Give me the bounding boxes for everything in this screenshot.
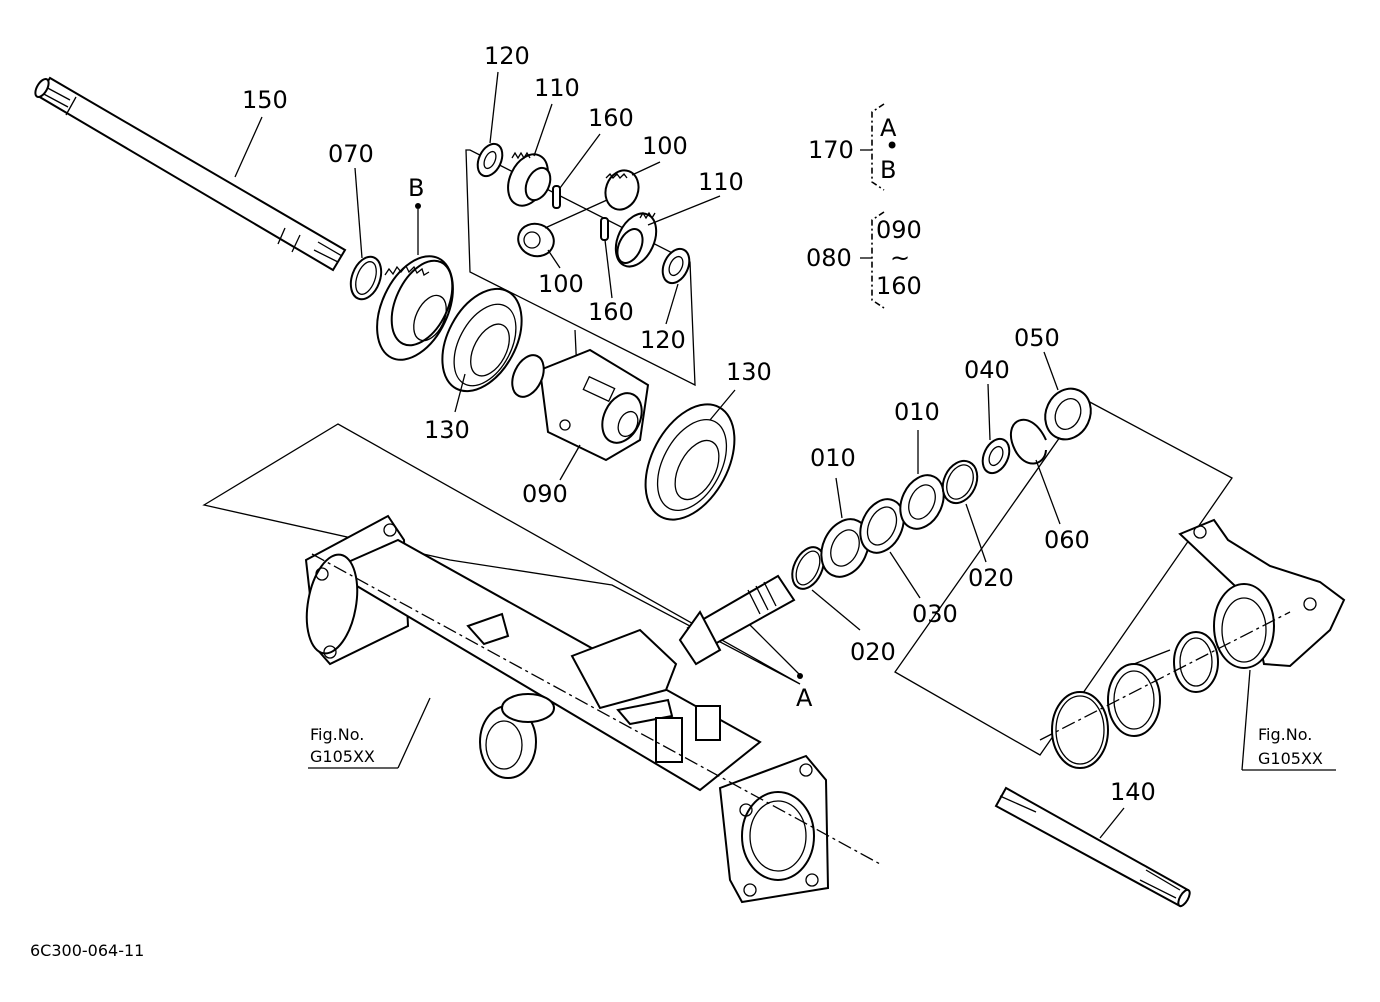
label-080-tilde: ~ xyxy=(890,244,910,272)
bracket-080 xyxy=(871,211,885,309)
bushing-right xyxy=(1107,649,1171,737)
collar-040 xyxy=(981,437,1011,475)
bearing-group-outline xyxy=(894,399,1233,756)
label-120-lower: 120 xyxy=(640,326,686,354)
leader-150 xyxy=(234,116,263,178)
label-100-lower: 100 xyxy=(538,270,584,298)
figref-right-prefix: Fig.No. xyxy=(1258,725,1312,744)
differential-group-outline xyxy=(465,149,696,387)
label-040: 040 xyxy=(964,356,1010,384)
label-080-to: 160 xyxy=(876,272,922,300)
label-160-lower: 160 xyxy=(588,298,634,326)
differential-case-090 xyxy=(511,348,650,462)
label-140: 140 xyxy=(1110,778,1156,806)
point-a-dot xyxy=(797,673,803,679)
bearing-010-lower xyxy=(820,518,870,578)
label-030: 030 xyxy=(912,600,958,628)
axle-shaft-150 xyxy=(34,76,347,272)
label-080-from: 090 xyxy=(876,216,922,244)
snap-ring-060 xyxy=(1009,418,1047,465)
label-130-lower: 130 xyxy=(726,358,772,386)
thrust-washer-120-lower xyxy=(661,247,691,285)
label-170-to: B xyxy=(880,156,896,184)
label-090: 090 xyxy=(522,480,568,508)
oil-seal-050 xyxy=(1044,387,1092,441)
label-100-upper: 100 xyxy=(642,132,688,160)
figref-left-prefix: Fig.No. xyxy=(310,725,364,744)
label-060: 060 xyxy=(1044,526,1090,554)
thrust-washer-120-upper xyxy=(476,142,504,178)
label-010-lower: 010 xyxy=(810,444,856,472)
axle-housing xyxy=(304,514,881,904)
pin-160-upper xyxy=(552,185,561,209)
label-170: 170 xyxy=(808,136,854,164)
label-020-upper: 020 xyxy=(968,564,1014,592)
label-020-lower: 020 xyxy=(850,638,896,666)
bearing-130-upper xyxy=(441,287,523,393)
pinion-shaft-a xyxy=(678,574,796,666)
bearing-010-upper xyxy=(899,474,945,530)
pinion-gear-100-lower xyxy=(517,222,555,258)
label-130-upper: 130 xyxy=(424,416,470,444)
figref-left-code: G105XX xyxy=(310,747,375,766)
side-gear-110-upper xyxy=(507,151,552,207)
pinion-gear-100-upper xyxy=(604,169,640,211)
snap-ring-070 xyxy=(349,255,383,301)
label-050: 050 xyxy=(1014,324,1060,352)
spacer-030 xyxy=(859,498,905,554)
axle-shaft-140 xyxy=(994,786,1191,908)
snap-ring-020-upper xyxy=(941,459,979,505)
seal-ring-right xyxy=(1173,631,1219,693)
o-ring-right xyxy=(1051,691,1109,769)
label-070: 070 xyxy=(328,140,374,168)
label-b: B xyxy=(408,174,424,202)
side-gear-110-lower xyxy=(614,211,658,268)
bearing-130-lower xyxy=(644,403,736,521)
pin-160-lower xyxy=(600,217,609,241)
ring-gear-b xyxy=(376,255,454,361)
label-170-from: A xyxy=(880,114,897,142)
figref-right-code: G105XX xyxy=(1258,749,1323,768)
label-080: 080 xyxy=(806,244,852,272)
label-120-upper: 120 xyxy=(484,42,530,70)
label-010-upper: 010 xyxy=(894,398,940,426)
axle-bracket-right xyxy=(1178,518,1346,669)
snap-ring-020-lower xyxy=(791,546,825,590)
label-160-upper: 160 xyxy=(588,104,634,132)
point-b-dot xyxy=(415,203,421,209)
label-a: A xyxy=(796,684,813,712)
drawing-id: 6C300-064-11 xyxy=(30,941,144,960)
label-170-dot: • xyxy=(885,132,899,160)
label-110-upper: 110 xyxy=(534,74,580,102)
label-150: 150 xyxy=(242,86,288,114)
label-110-lower: 110 xyxy=(698,168,744,196)
